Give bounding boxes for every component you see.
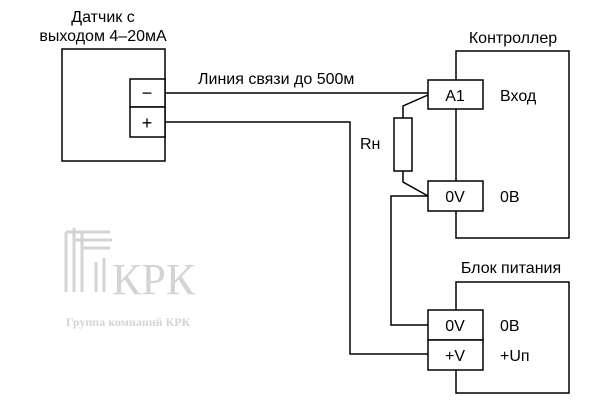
power-supply-block: Блок питания 0V 0В +V +Uп xyxy=(427,260,570,394)
sensor-terminal-plus-label: + xyxy=(142,113,153,133)
watermark: КРК Группа компаний КРК xyxy=(64,228,196,329)
wire-controller-0v-to-psu-0v xyxy=(390,195,428,326)
controller-body xyxy=(455,50,570,239)
controller-terminal-0v xyxy=(427,180,484,212)
controller-input-label: Вход xyxy=(500,88,537,105)
power-supply-zero-label: 0В xyxy=(500,318,520,335)
controller-terminal-0v-label: 0V xyxy=(445,189,465,206)
watermark-subtitle: Группа компаний КРК xyxy=(66,315,191,329)
power-supply-terminal-plus-label: +V xyxy=(445,348,465,365)
wire-resistor-to-0v xyxy=(402,171,429,197)
resistor: Rн xyxy=(360,117,413,172)
sensor-terminal-minus-label: − xyxy=(142,83,153,103)
sensor-block: Датчик с выходом 4–20мА − + xyxy=(39,9,167,162)
controller-zero-label: 0В xyxy=(500,189,520,206)
controller-terminal-a1 xyxy=(427,79,484,110)
power-supply-terminal-plus xyxy=(427,339,484,371)
power-supply-terminal-0v-label: 0V xyxy=(445,318,465,335)
wires xyxy=(165,92,429,355)
watermark-logo-icon xyxy=(64,228,112,292)
power-supply-title: Блок питания xyxy=(461,260,561,277)
controller-terminal-a1-label: A1 xyxy=(445,88,465,105)
wire-sensor-plus-to-psu-plus xyxy=(165,121,428,355)
sensor-title-line1: Датчик с xyxy=(71,9,134,26)
wire-a1-to-resistor xyxy=(402,94,429,118)
line-label: Линия связи до 500м xyxy=(198,71,354,88)
controller-block: Контроллер A1 Вход 0V 0В xyxy=(427,30,570,239)
power-supply-plus-label: +Uп xyxy=(500,348,530,365)
resistor-label: Rн xyxy=(360,136,380,153)
controller-title: Контроллер xyxy=(469,30,557,47)
resistor-body xyxy=(393,117,413,172)
sensor-title-line2: выходом 4–20мА xyxy=(39,28,167,45)
sensor-terminal-plus xyxy=(129,106,166,138)
watermark-brand: КРК xyxy=(112,255,196,304)
